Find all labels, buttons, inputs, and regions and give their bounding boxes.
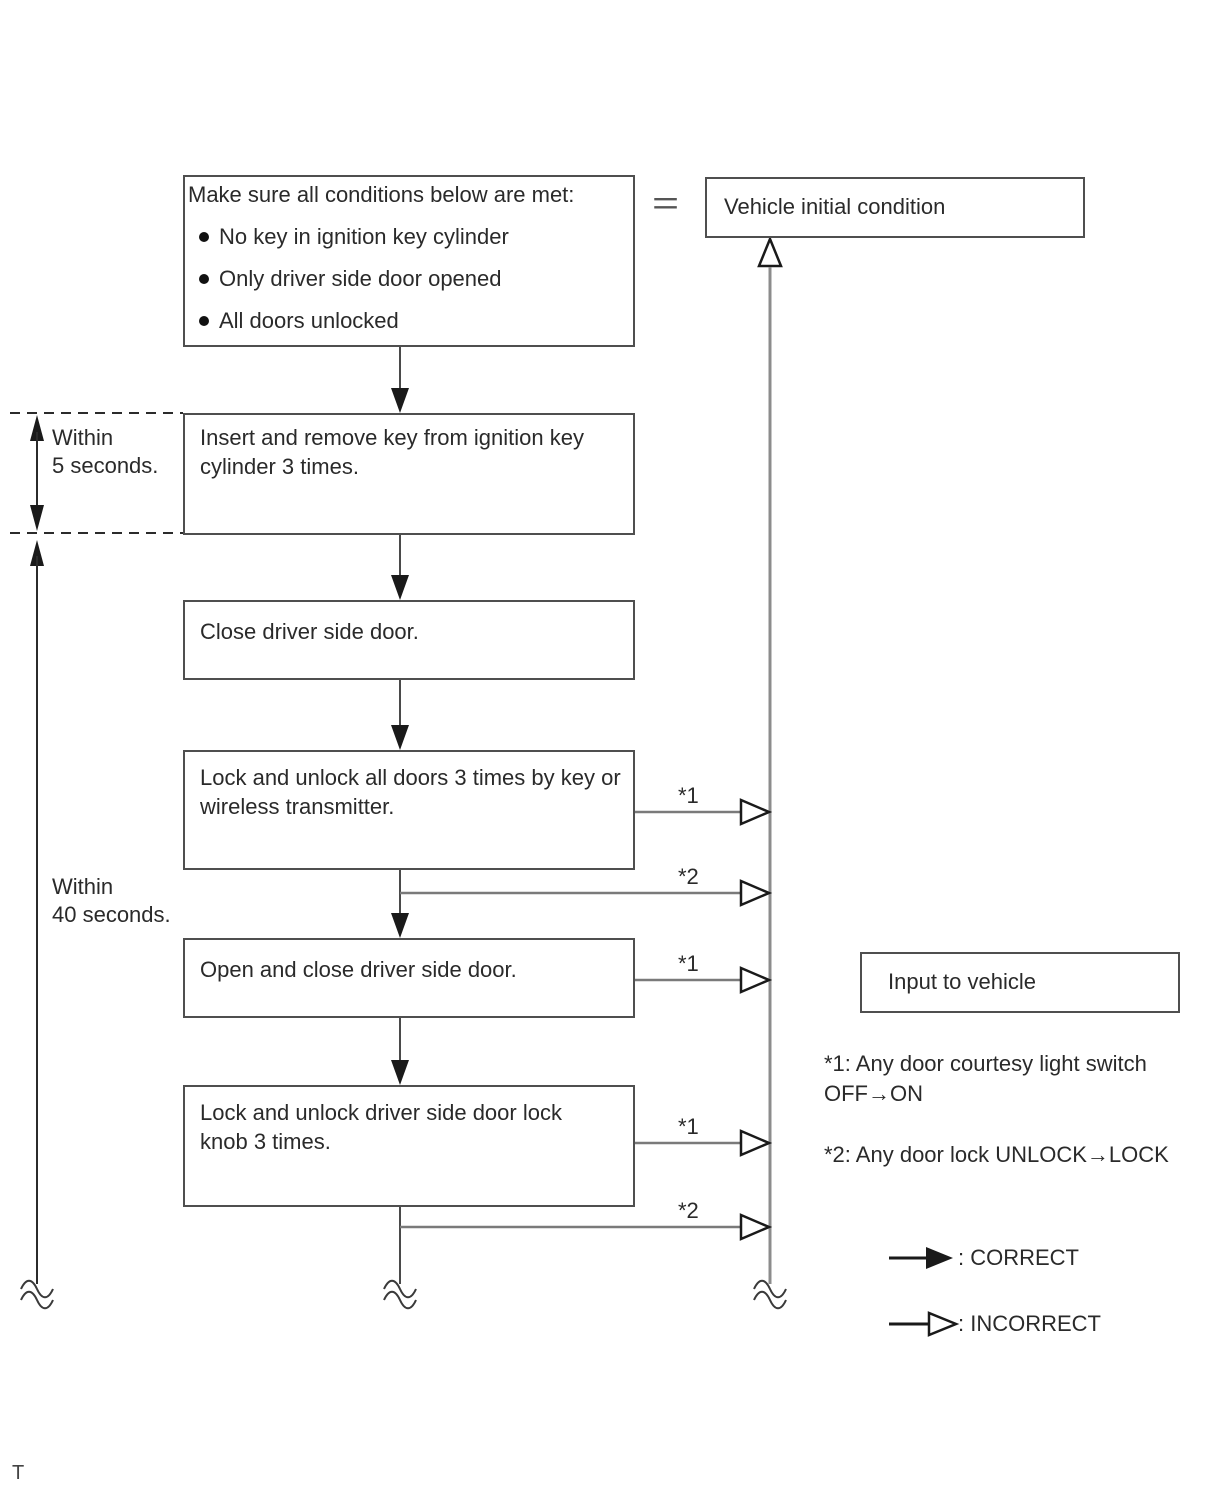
incorrect-branch-arrow-icon <box>400 879 773 907</box>
conditions-title: Make sure all conditions below are met: <box>188 182 575 207</box>
vehicle-initial-condition-box: Vehicle initial condition <box>705 177 1085 238</box>
footnote-line: OFF→ON <box>824 1081 923 1106</box>
condition-text: All doors unlocked <box>219 308 399 333</box>
branch-label-star1: *1 <box>678 783 699 808</box>
timer-line: Within <box>52 874 114 899</box>
incorrect-branch-arrow-icon <box>635 1129 773 1157</box>
timer-line: 40 seconds. <box>52 902 171 927</box>
incorrect-branch-arrow-icon <box>635 966 773 994</box>
step-lock-unlock-all-box: Lock and unlock all doors 3 times by key… <box>183 750 635 870</box>
incorrect-branch-arrow-icon <box>635 798 773 826</box>
equals-sign: = <box>652 185 680 221</box>
step-lock-unlock-all-label: Lock and unlock all doors 3 times by key… <box>200 765 621 819</box>
step-lock-knob-box: Lock and unlock driver side door lock kn… <box>183 1085 635 1207</box>
step-close-door-box: Close driver side door. <box>183 600 635 680</box>
bullet-dot-icon <box>199 274 209 284</box>
footnote-line: *1: Any door courtesy light switch <box>824 1051 1147 1076</box>
step-open-close-door-label: Open and close driver side door. <box>200 957 517 982</box>
break-mark-icon <box>753 1279 787 1310</box>
incorrect-arrow-icon <box>889 1311 960 1337</box>
step-open-close-door-box: Open and close driver side door. <box>183 938 635 1018</box>
flow-arrow-down-icon <box>391 347 409 413</box>
correct-arrow-icon <box>889 1247 953 1269</box>
flow-arrow-down-icon <box>391 870 409 938</box>
step-insert-key-label: Insert and remove key from ignition key … <box>200 425 584 479</box>
flow-arrow-down-icon <box>391 1018 409 1085</box>
conditions-box: Make sure all conditions below are met: … <box>183 175 635 347</box>
break-mark-icon <box>20 1279 54 1310</box>
bullet-dot-icon <box>199 232 209 242</box>
branch-label-star2: *2 <box>678 864 699 889</box>
timer-bracket-arrow-icon <box>30 540 44 1284</box>
input-to-vehicle-box: Input to vehicle <box>860 952 1180 1013</box>
condition-text: Only driver side door opened <box>219 266 502 291</box>
footnote-star1: *1: Any door courtesy light switch OFF→O… <box>824 1049 1147 1109</box>
branch-label-star1: *1 <box>678 951 699 976</box>
condition-item: No key in ignition key cylinder <box>199 224 633 250</box>
bullet-dot-icon <box>199 316 209 326</box>
page-marker: T <box>12 1462 25 1484</box>
flow-arrow-down-icon <box>391 680 409 750</box>
condition-item: All doors unlocked <box>199 308 633 334</box>
break-mark-icon <box>383 1279 417 1310</box>
within-40-seconds-label: Within 40 seconds. <box>52 873 171 929</box>
flow-arrow-down-icon <box>391 535 409 600</box>
within-5-seconds-label: Within 5 seconds. <box>52 424 158 480</box>
step-insert-key-box: Insert and remove key from ignition key … <box>183 413 635 535</box>
branch-label-star1: *1 <box>678 1114 699 1139</box>
legend-correct-label: : CORRECT <box>958 1245 1079 1270</box>
step-lock-knob-label: Lock and unlock driver side door lock kn… <box>200 1100 562 1154</box>
condition-item: Only driver side door opened <box>199 266 633 292</box>
incorrect-branch-arrow-icon <box>400 1213 773 1241</box>
input-to-vehicle-label: Input to vehicle <box>888 969 1036 994</box>
timer-line: 5 seconds. <box>52 453 159 478</box>
footnote-star2: *2: Any door lock UNLOCK→LOCK <box>824 1142 1169 1167</box>
condition-text: No key in ignition key cylinder <box>219 224 509 249</box>
step-close-door-label: Close driver side door. <box>200 619 419 644</box>
double-headed-arrow-icon <box>30 415 44 531</box>
vehicle-initial-condition-label: Vehicle initial condition <box>724 194 946 219</box>
legend-incorrect-label: : INCORRECT <box>958 1311 1101 1336</box>
conditions-list: No key in ignition key cylinder Only dri… <box>185 224 633 334</box>
timer-line: Within <box>52 425 114 450</box>
branch-label-star2: *2 <box>678 1198 699 1223</box>
bus-line-with-up-triangle-icon <box>757 235 783 1284</box>
